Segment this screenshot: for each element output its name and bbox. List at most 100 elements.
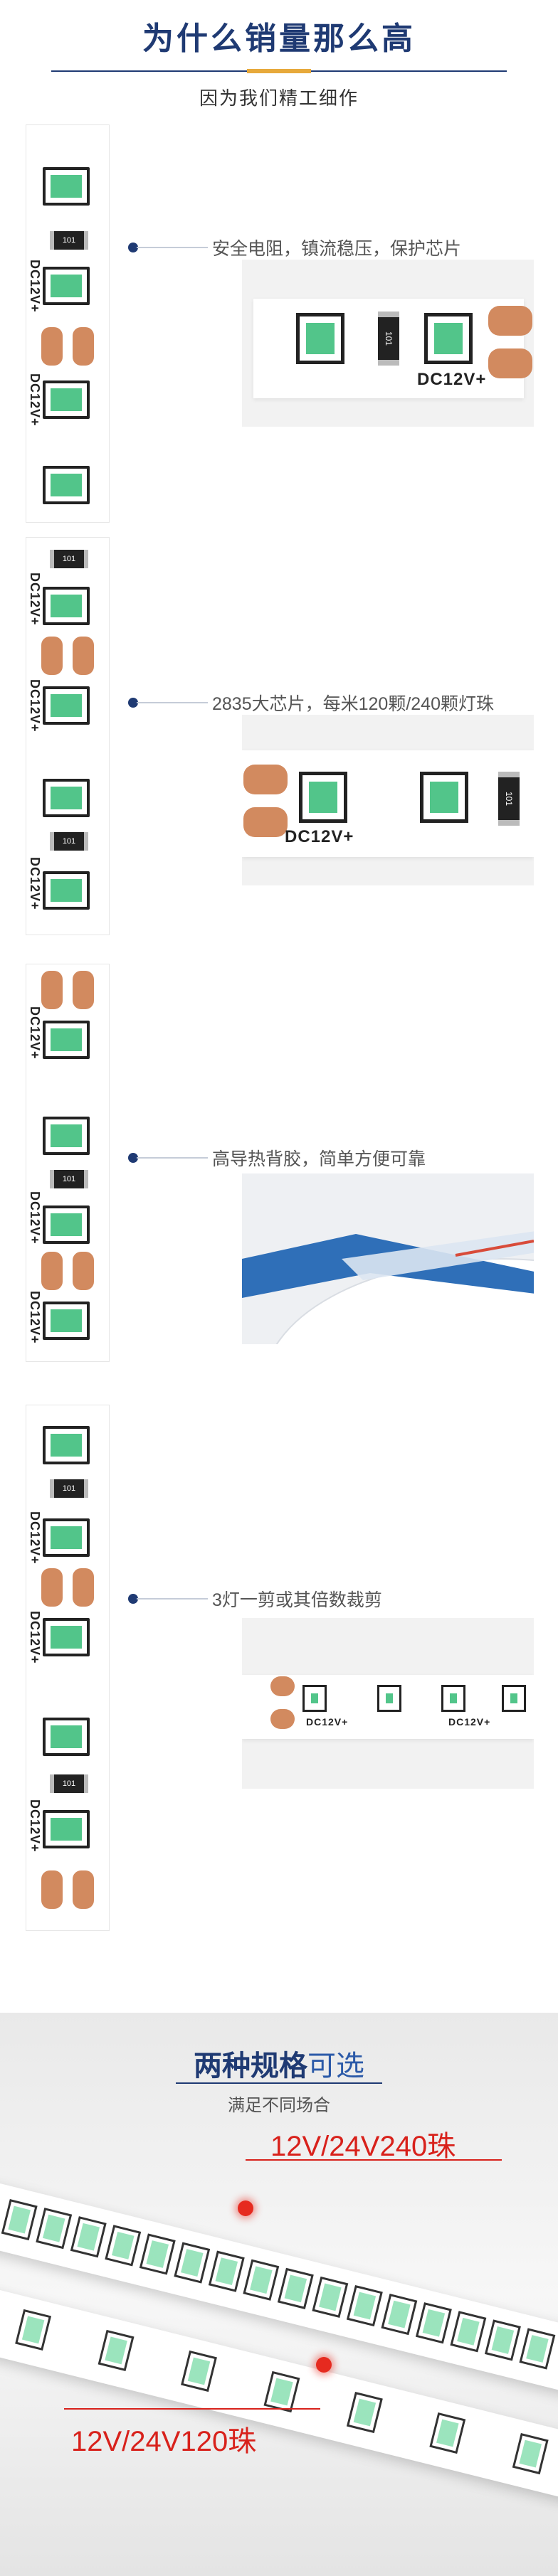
led-chip [519, 2328, 556, 2370]
led-chip [208, 2250, 245, 2292]
copper-pad [41, 1568, 63, 1607]
specs-title-accent: 可选 [307, 2050, 364, 2082]
feature-bullet-icon [128, 243, 138, 252]
voltage-label: DC12V+ [28, 1511, 42, 1565]
led-chip [296, 313, 344, 364]
led-chip [346, 2284, 383, 2327]
voltage-label: DC12V+ [448, 1716, 491, 1728]
feature-connector [137, 702, 208, 703]
led-chip [43, 1810, 90, 1848]
led-chip [43, 1021, 90, 1059]
feature-text-adhesive: 高导热背胶，简单方便可靠 [212, 1149, 426, 1169]
led-strip-vertical-3: DC12V+ 101 DC12V+ DC12V+ [26, 964, 110, 1362]
copper-pad [73, 1870, 94, 1909]
led-chip [302, 1685, 327, 1712]
callout-line-120 [64, 2408, 320, 2410]
voltage-label: DC12V+ [28, 1191, 42, 1245]
voltage-label: DC12V+ [28, 1799, 42, 1853]
copper-pad [73, 971, 94, 1009]
feature-text-resistor: 安全电阻，镇流稳压，保护芯片 [212, 239, 462, 259]
led-chip [36, 2208, 73, 2250]
led-chip [43, 779, 90, 817]
copper-pad [41, 1252, 63, 1290]
voltage-label: DC12V+ [28, 857, 42, 910]
led-chip [105, 2225, 142, 2267]
led-chip [512, 2433, 549, 2475]
led-strip-vertical-4: 101 DC12V+ DC12V+ 101 DC12V+ [26, 1405, 110, 1931]
led-strip-closeup: DC12V+ 101 [242, 750, 534, 857]
led-chip [43, 587, 90, 625]
specs-subtitle: 满足不同场合 [228, 2096, 330, 2115]
feature-text-cutting: 3灯一剪或其倍数裁剪 [212, 1590, 382, 1610]
copper-pad [41, 637, 63, 675]
spec-label-240: 12V/24V240珠 [270, 2131, 456, 2162]
copper-pad [73, 637, 94, 675]
voltage-label: DC12V+ [28, 1611, 42, 1664]
detail-image-adhesive [242, 1173, 534, 1344]
led-chip [43, 1302, 90, 1340]
led-strip-closeup: 101 DC12V+ [253, 299, 532, 398]
led-chip [181, 2350, 217, 2393]
led-chip [346, 2391, 383, 2434]
led-chip [43, 466, 90, 504]
resistor: 101 [50, 1774, 88, 1793]
voltage-label: DC12V+ [306, 1716, 349, 1728]
specs-title-main: 两种规格 [194, 2050, 307, 2082]
specs-title-divider [176, 2082, 382, 2084]
copper-pad [488, 348, 532, 378]
voltage-label: DC12V+ [417, 370, 487, 389]
title-divider-left [51, 70, 247, 72]
led-chip [377, 1685, 401, 1712]
led-chip [299, 772, 347, 823]
voltage-label: DC12V+ [28, 1006, 42, 1060]
resistor: 101 [50, 832, 88, 851]
feature-text-chip: 2835大芯片，每米120颗/240颗灯珠 [212, 694, 494, 714]
led-chip [312, 2276, 349, 2319]
copper-pad [73, 1252, 94, 1290]
feature-bullet-icon [128, 1153, 138, 1163]
title-divider-accent [247, 69, 311, 73]
led-chip [43, 267, 90, 305]
copper-pad [41, 327, 63, 366]
copper-pad [73, 1568, 94, 1607]
resistor: 101 [50, 550, 88, 568]
led-chip [429, 2412, 466, 2454]
led-strip-vertical-2: 101 DC12V+ DC12V+ 101 DC12V+ [26, 537, 110, 935]
led-chip [441, 1685, 465, 1712]
led-chip [43, 1518, 90, 1557]
feature-connector [137, 1157, 208, 1159]
resistor: 101 [50, 1170, 88, 1188]
resistor: 101 [498, 772, 520, 826]
led-chip [1, 2198, 38, 2241]
voltage-label: DC12V+ [28, 573, 42, 626]
voltage-label: DC12V+ [285, 827, 354, 846]
resistor: 101 [50, 1479, 88, 1498]
led-chip [98, 2329, 135, 2372]
callout-line-240 [246, 2159, 502, 2161]
copper-pad [41, 1870, 63, 1909]
resistor: 101 [378, 312, 399, 366]
feature-bullet-icon [128, 698, 138, 708]
led-chip [174, 2242, 211, 2284]
detail-image-resistor: 101 DC12V+ [242, 260, 534, 427]
title-divider-right [311, 70, 507, 72]
strip-photo-area [0, 2155, 558, 2553]
copper-pad [270, 1676, 295, 1696]
led-chip [43, 380, 90, 419]
led-chip [139, 2233, 176, 2275]
led-chip [43, 167, 90, 206]
copper-pad [488, 306, 532, 336]
led-chip [450, 2311, 487, 2353]
copper-pad [270, 1709, 295, 1729]
voltage-label: DC12V+ [28, 1291, 42, 1344]
page-subtitle: 因为我们精工细作 [199, 87, 359, 109]
voltage-label: DC12V+ [28, 679, 42, 733]
led-chip [43, 686, 90, 725]
led-strip-closeup: DC12V+ DC12V+ [242, 1675, 534, 1739]
led-chip [415, 2302, 452, 2344]
led-chip [43, 871, 90, 910]
led-chip [43, 1205, 90, 1244]
specs-title: 两种规格可选 [0, 2043, 558, 2084]
led-chip [243, 2259, 280, 2301]
led-strip-vertical-1: 101 DC12V+ DC12V+ [26, 124, 110, 523]
